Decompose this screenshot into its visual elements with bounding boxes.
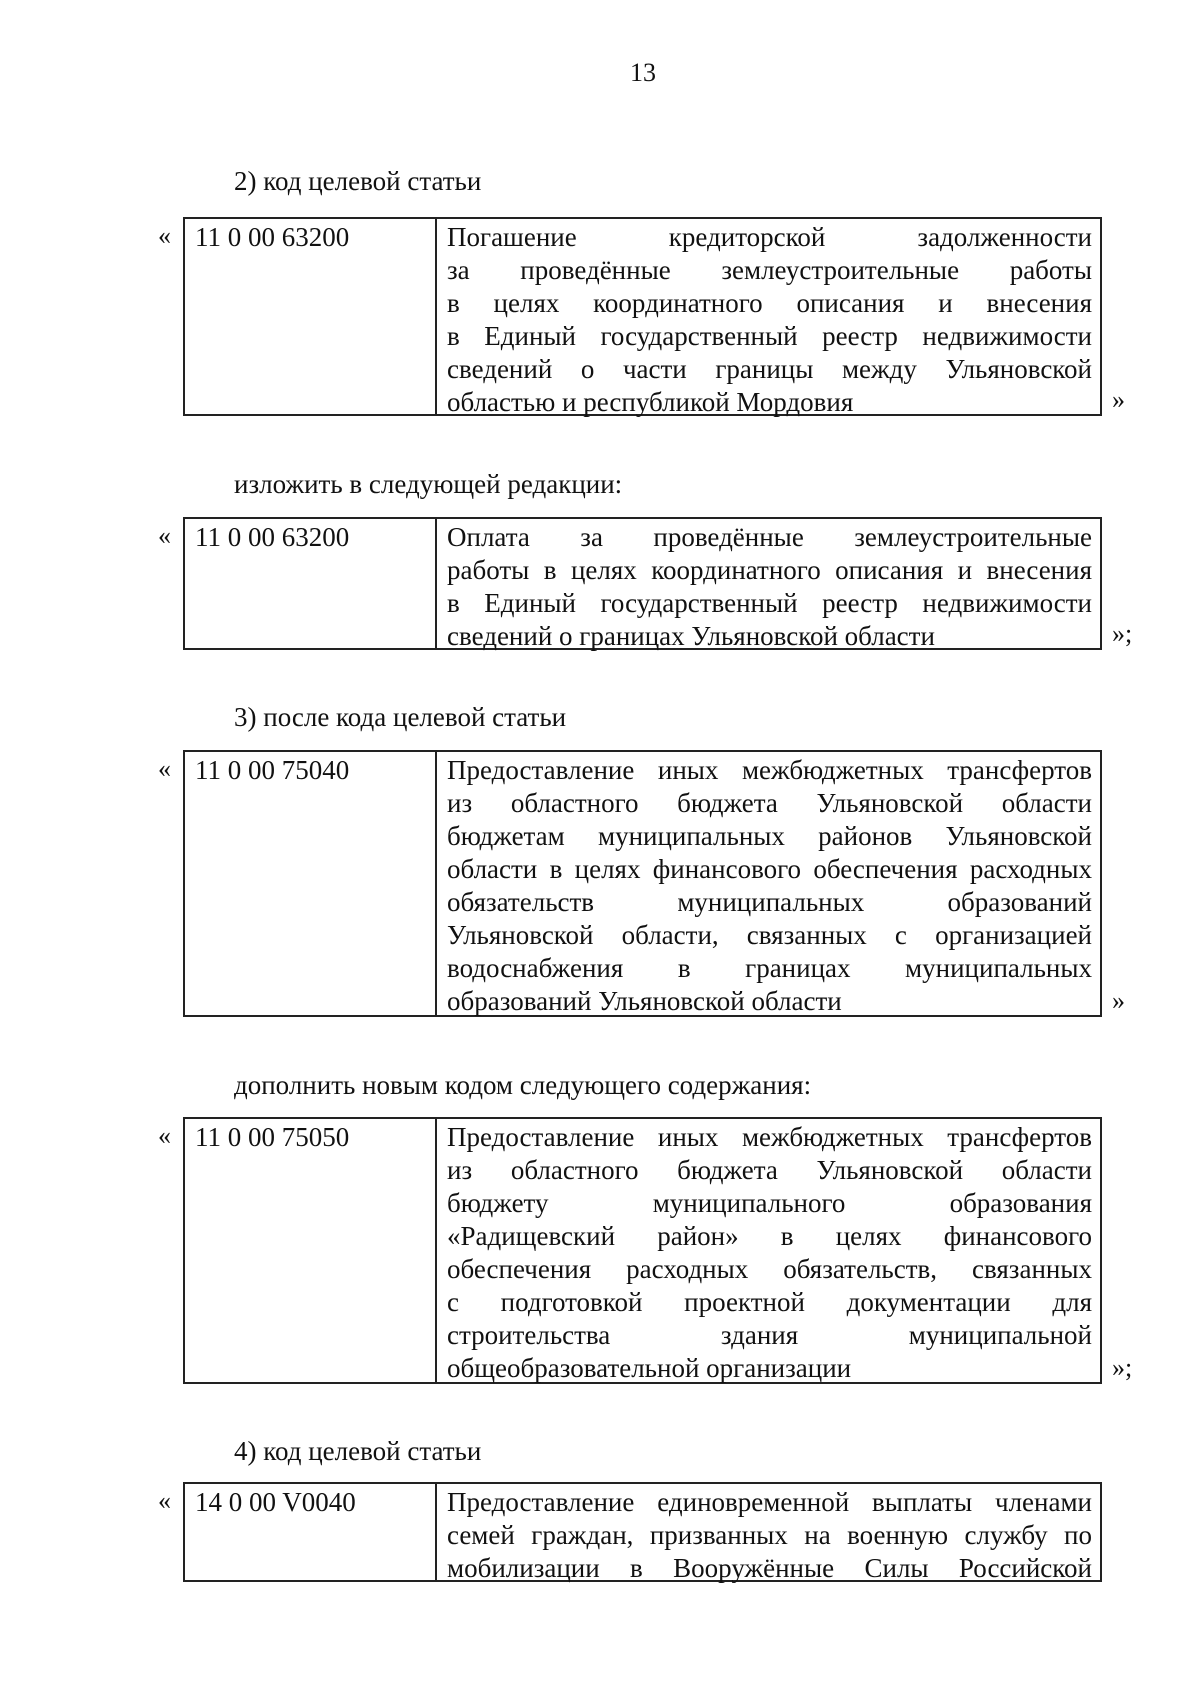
target-code-cell: 11 0 00 63200	[185, 519, 437, 648]
description-line: Погашение кредиторской задолженности	[447, 222, 1092, 252]
description-line: строительства здания муниципальной	[447, 1320, 1092, 1350]
description-line: сведений о части границы между Ульяновск…	[447, 354, 1092, 384]
open-quote: «	[158, 221, 171, 250]
description-line: образований Ульяновской области	[447, 986, 842, 1016]
description-line: Предоставление иных межбюджетных трансфе…	[447, 1122, 1092, 1152]
description-line: семей граждан, призванных на военную слу…	[447, 1520, 1092, 1550]
close-quote: »;	[1112, 619, 1133, 648]
close-quote: »	[1112, 385, 1125, 414]
code-table: 11 0 00 75050 Предоставление иных межбюдж…	[183, 1117, 1102, 1384]
description-line: области в целях финансового обеспечения …	[447, 854, 1092, 884]
description-cell: Оплата за проведённые землеустроительные…	[437, 519, 1100, 651]
target-code-cell: 11 0 00 75050	[185, 1119, 437, 1382]
description-line: бюджету муниципального образования	[447, 1188, 1092, 1218]
code-table: 14 0 00 V0040 Предоставление единовременн…	[183, 1482, 1102, 1583]
description-line: Оплата за проведённые землеустроительные	[447, 522, 1092, 552]
target-code-cell: 11 0 00 63200	[185, 219, 437, 414]
description-line: из областного бюджета Ульяновской област…	[447, 788, 1092, 818]
description-line: сведений о границах Ульяновской области	[447, 621, 935, 651]
section-heading: 3) после кода целевой статьи	[234, 702, 567, 732]
close-quote: »	[1112, 986, 1125, 1015]
description-line: Предоставление иных межбюджетных трансфе…	[447, 755, 1092, 785]
description-line: в Единый государственный реестр недвижим…	[447, 321, 1092, 351]
description-line: из областного бюджета Ульяновской област…	[447, 1155, 1092, 1185]
page-number: 13	[630, 58, 656, 87]
description-line: работы в целях координатного описания и …	[447, 555, 1092, 585]
description-line: Ульяновской области, связанных с организ…	[447, 920, 1092, 950]
section-heading: 2) код целевой статьи	[234, 166, 482, 196]
section-heading: изложить в следующей редакции:	[234, 469, 623, 499]
open-quote: «	[158, 754, 171, 783]
description-line: общеобразовательной организации	[447, 1353, 852, 1383]
section-heading: 4) код целевой статьи	[234, 1436, 482, 1466]
description-line: с подготовкой проектной документации для	[447, 1287, 1092, 1317]
description-line: бюджетам муниципальных районов Ульяновск…	[447, 821, 1092, 851]
description-cell: Предоставление единовременной выплаты чл…	[437, 1484, 1100, 1583]
description-line: водоснабжения в границах муниципальных	[447, 953, 1092, 983]
target-code-cell: 14 0 00 V0040	[185, 1484, 437, 1580]
description-line: в Единый государственный реестр недвижим…	[447, 588, 1092, 618]
description-line: в целях координатного описания и внесени…	[447, 288, 1092, 318]
target-code-cell: 11 0 00 75040	[185, 752, 437, 1015]
code-table: 11 0 00 75040 Предоставление иных межбюдж…	[183, 750, 1102, 1017]
description-line: «Радищевский район» в целях финансового	[447, 1221, 1092, 1251]
description-line: областью и республикой Мордовия	[447, 387, 854, 417]
description-line: обеспечения расходных обязательств, связ…	[447, 1254, 1092, 1284]
open-quote: «	[158, 521, 171, 550]
open-quote: «	[158, 1121, 171, 1150]
description-cell: Предоставление иных межбюджетных трансфе…	[437, 752, 1100, 1016]
close-quote: »;	[1112, 1353, 1133, 1382]
description-line: мобилизации в Вооружённые Силы Российско…	[447, 1553, 1092, 1583]
open-quote: «	[158, 1486, 171, 1515]
description-line: обязательств муниципальных образований	[447, 887, 1092, 917]
description-cell: Предоставление иных межбюджетных трансфе…	[437, 1119, 1100, 1383]
description-line: за проведённые землеустроительные работы	[447, 255, 1092, 285]
section-heading: дополнить новым кодом следующего содержа…	[234, 1070, 812, 1100]
description-line: Предоставление единовременной выплаты чл…	[447, 1487, 1092, 1517]
